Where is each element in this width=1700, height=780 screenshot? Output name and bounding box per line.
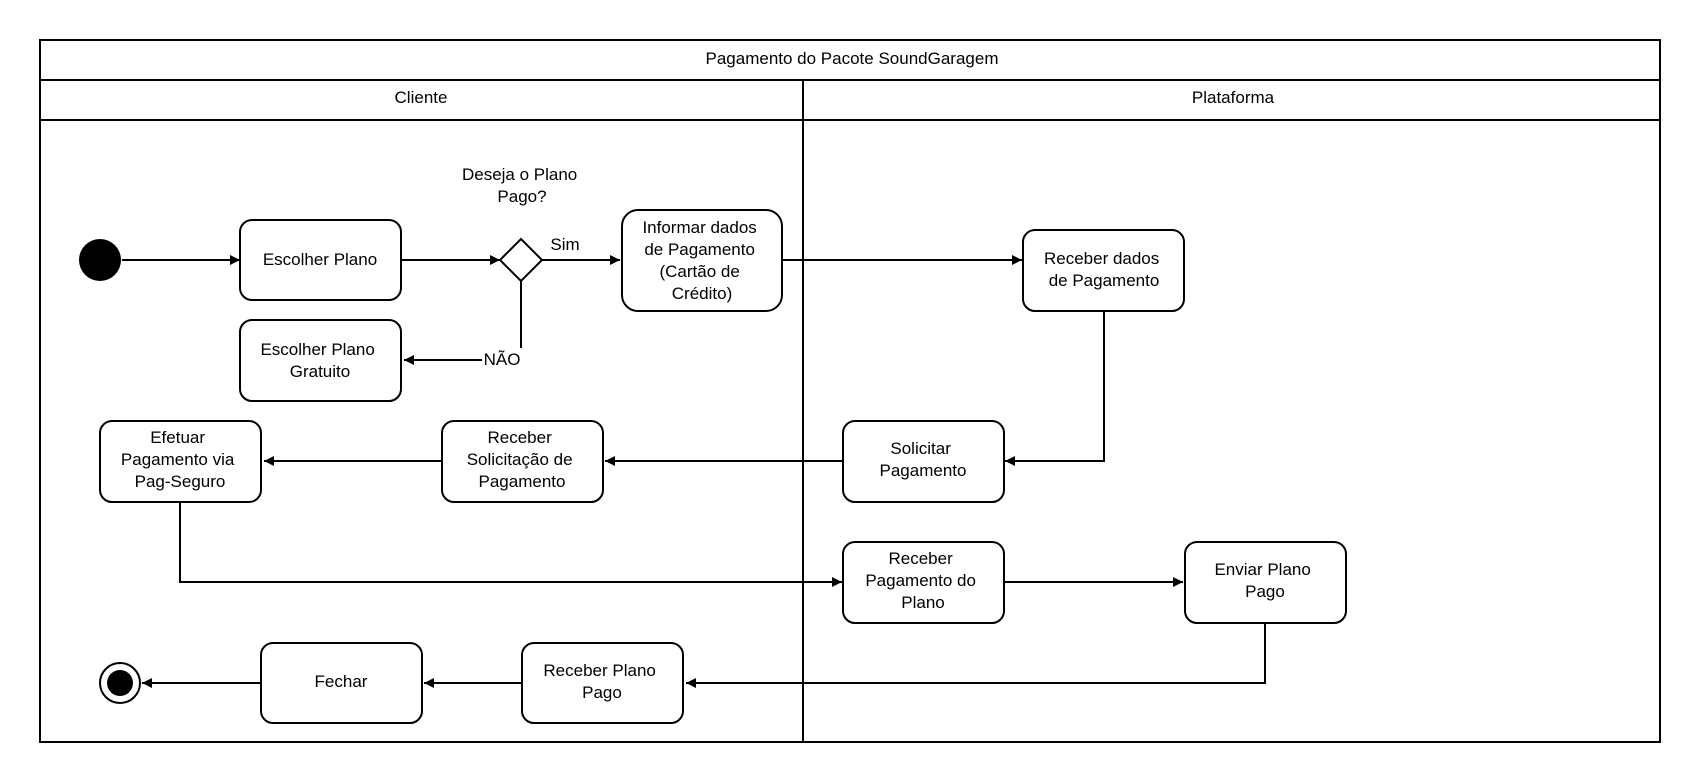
start-node — [79, 239, 121, 281]
node-informar-dados: Informar dados de Pagamento (Cartão de C… — [621, 209, 783, 312]
node-receber-dados: Receber dados de Pagamento — [1022, 229, 1185, 312]
svg-text:Receber dados de Pagamen: Receber dados de Pagamento — [1044, 249, 1164, 290]
diagram-title: Pagamento do Pacote SoundGaragem — [706, 49, 999, 68]
svg-text:Escolher Plano Gratuito: Escolher Plano Gratuito — [260, 340, 379, 381]
svg-text:Fechar: Fechar — [315, 672, 368, 691]
node-solicitar-pagamento: Solicitar Pagamento — [842, 420, 1005, 503]
edge-enviar-to-receber-plano — [686, 623, 1266, 688]
svg-text:Escolher Plano: Escolher Plano — [263, 250, 377, 269]
node-receber-solicitacao: Receber Solicitação de Pagamento — [441, 420, 604, 503]
decision-diamond — [498, 237, 544, 283]
svg-text:Informar dados de Pagame: Informar dados de Pagamento (Cartão de C… — [642, 218, 761, 303]
end-node — [99, 662, 141, 704]
svg-text:Receber Solicitação de: Receber Solicitação de Pagamento — [467, 428, 578, 491]
edges — [122, 255, 1266, 688]
edge-label-sim: Sim — [550, 235, 579, 254]
node-fechar: Fechar — [260, 642, 423, 724]
swimlane-frame — [39, 39, 1661, 743]
decision-question: Deseja o Plano Pago? — [462, 165, 582, 206]
lane-header-cliente: Cliente — [395, 88, 448, 107]
node-receber-pagamento-plano: Receber Pagamento do Plano — [842, 541, 1005, 624]
node-receber-plano-pago: Receber Plano Pago — [521, 642, 684, 724]
edge-label-nao: NÃO — [484, 350, 521, 369]
svg-text:Efetuar Pagamento via: Efetuar Pagamento via Pag-Seguro — [121, 428, 239, 491]
svg-text:Solicitar Pagamento: Solicitar Pagamento — [880, 439, 967, 480]
node-enviar-plano: Enviar Plano Pago — [1184, 541, 1347, 624]
svg-text:Receber Pagamento do: Receber Pagamento do Plano — [865, 549, 980, 612]
svg-text:Receber Plano Pago: Receber Plano Pago — [543, 661, 660, 702]
node-escolher-plano: Escolher Plano — [239, 219, 402, 301]
node-efetuar-pagamento: Efetuar Pagamento via Pag-Seguro — [99, 420, 262, 503]
edge-receber-dados-to-solicitar — [1005, 311, 1105, 466]
svg-text:Enviar Plano Pago: Enviar Plano Pago — [1214, 560, 1315, 601]
lane-header-plataforma: Plataforma — [1192, 88, 1275, 107]
node-escolher-gratuito: Escolher Plano Gratuito — [239, 319, 402, 402]
edge-efetuar-to-receber-pagamento — [179, 502, 842, 587]
